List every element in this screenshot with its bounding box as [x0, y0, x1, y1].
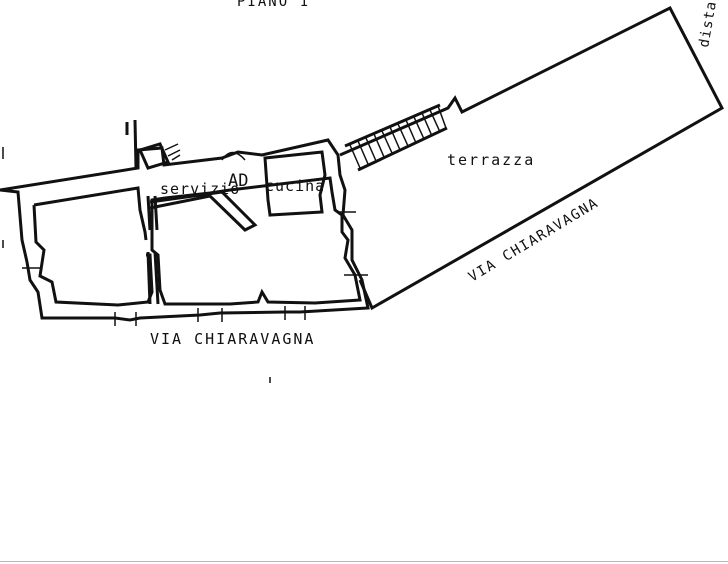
bottom-rule: [0, 561, 728, 562]
partition-wall-a: [146, 195, 152, 231]
room-mark: AD: [228, 171, 248, 191]
building-outline: [0, 138, 370, 322]
landing-tick-3: [171, 154, 181, 161]
room-label-servizio: servizio: [160, 180, 240, 198]
service-corridor: [149, 190, 258, 232]
room-label-cucina: cucina: [265, 177, 325, 195]
partition-wall-c: [146, 251, 152, 305]
small-room-outline: [263, 150, 327, 217]
wall-stub-2: [133, 119, 138, 169]
room-label-terrazza: terrazza: [447, 151, 535, 169]
staircase-steps: [349, 105, 447, 169]
landing-tick-1: [164, 143, 179, 151]
room-mark-arc: [221, 151, 246, 161]
side-note: dista: [696, 0, 720, 49]
terrace-outline: [339, 5, 724, 311]
stair-landing: [137, 142, 171, 170]
street-label-front: VIA CHIARAVAGNA: [150, 330, 315, 348]
left-room-inner-outline: [32, 186, 154, 307]
floor-label: PIANO 1: [237, 0, 310, 10]
street-label-side: VIA CHIARAVAGNA: [466, 195, 602, 285]
landing-tick-2: [167, 149, 181, 157]
partition-wall-d: [153, 251, 160, 305]
